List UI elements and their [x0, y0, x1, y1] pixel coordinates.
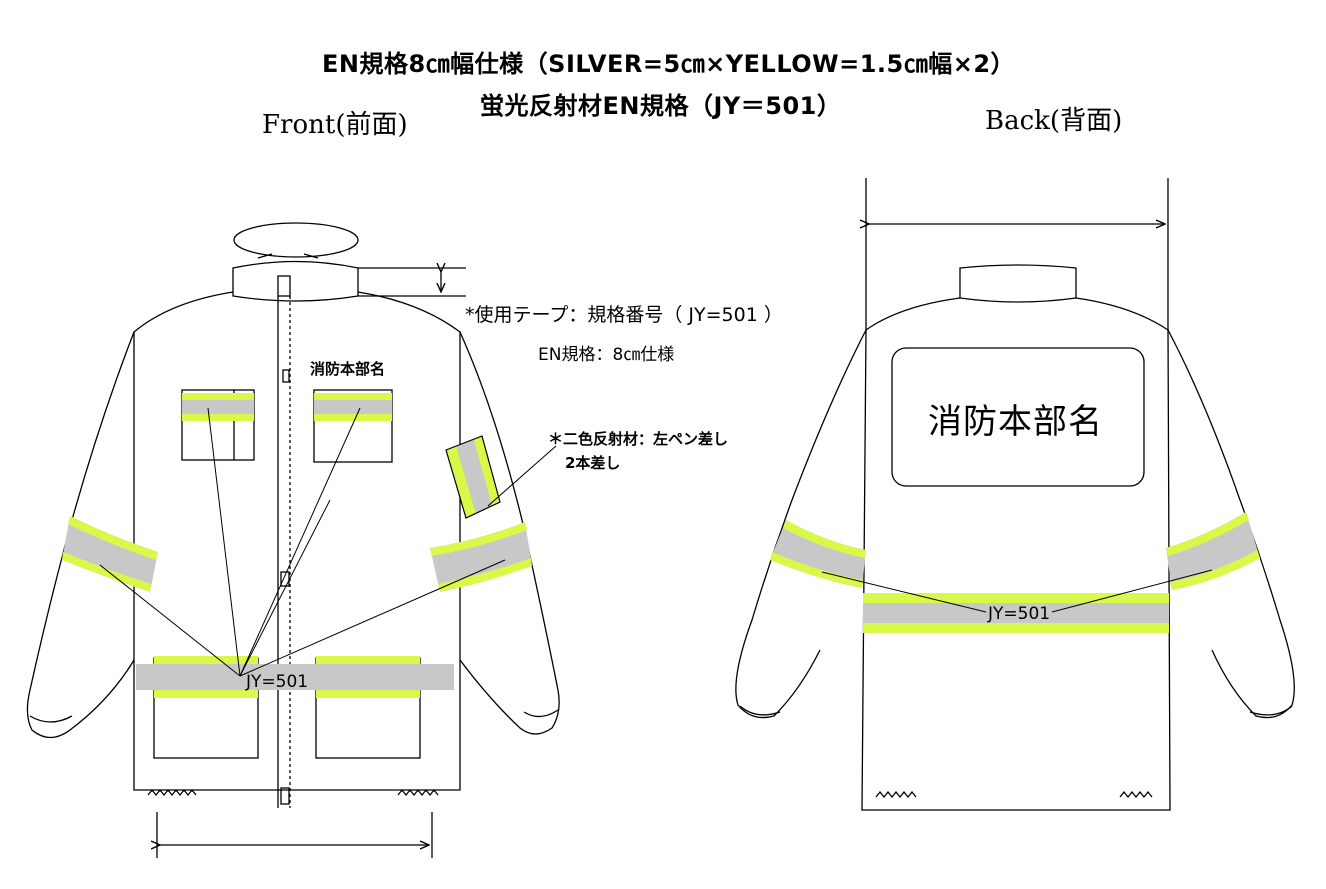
back-jacket — [735, 178, 1295, 811]
pen-pocket-note-line-2: 2本差し — [565, 454, 621, 472]
front-tape-code-label: JY=501 — [246, 672, 309, 692]
back-collar — [959, 264, 1077, 303]
front-view-label: Front(前面) — [262, 110, 408, 140]
back-reflective-tapes — [770, 512, 1260, 633]
back-dept-name: 消防本部名 — [928, 402, 1103, 442]
collar-rotation-indicator — [233, 222, 359, 258]
front-right-chest-pocket — [313, 389, 393, 463]
front-body-outline — [133, 291, 461, 791]
title-line-1: EN規格8㎝幅仕様（SILVER=5㎝×YELLOW=1.5㎝幅×2） — [322, 50, 1016, 78]
front-dept-name: 消防本部名 — [310, 360, 386, 378]
back-name-panel — [891, 347, 1145, 487]
front-leader-lines — [99, 407, 557, 677]
back-right-sleeve — [1167, 329, 1295, 719]
front-reflective-tapes — [62, 393, 532, 698]
front-collar — [232, 260, 359, 302]
back-left-sleeve — [735, 329, 867, 719]
back-leader-lines — [821, 569, 1213, 613]
back-tape-code-label: JY=501 — [988, 604, 1051, 624]
front-left-chest-pocket — [181, 389, 255, 461]
pen-pocket-note-line-1: ＊二色反射材：左ペン差し — [548, 430, 729, 448]
collar-tab — [277, 275, 291, 297]
front-right-sleeve — [459, 331, 560, 735]
back-body-outline — [861, 297, 1171, 811]
tape-spec-note: *使用テープ：規格番号（ JY=501 ） — [465, 304, 783, 326]
title-line-2: 蛍光反射材EN規格（JY＝501） — [480, 92, 842, 120]
back-view-label: Back(背面) — [985, 106, 1123, 136]
en-spec-note: EN規格：8㎝仕様 — [538, 345, 675, 365]
front-left-sleeve — [26, 331, 135, 739]
